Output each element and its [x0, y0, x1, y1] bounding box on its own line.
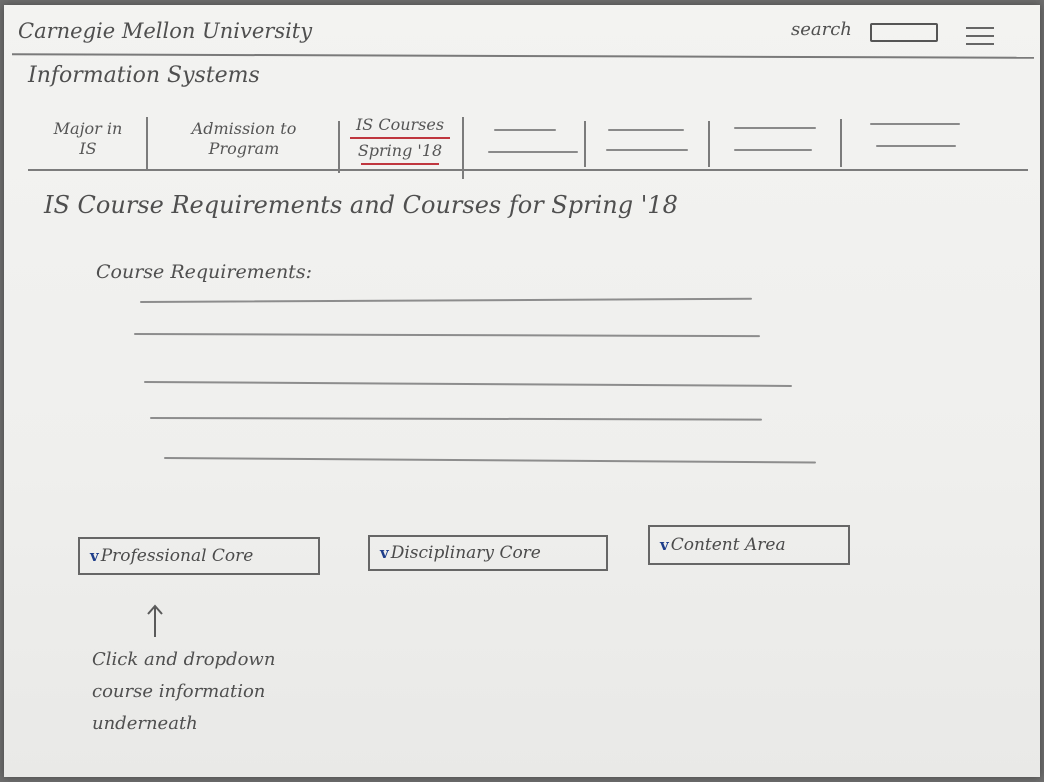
annotation-line: underneath [92, 713, 198, 734]
nav-underline [28, 169, 1028, 171]
hamburger-icon[interactable] [966, 27, 994, 47]
dropdown-label: Professional Core [100, 546, 254, 566]
content-area-dropdown[interactable]: v Content Area [648, 525, 850, 565]
chevron-down-icon: v [660, 536, 669, 554]
page-title: IS Course Requirements and Courses for S… [44, 191, 678, 219]
professional-core-dropdown[interactable]: v Professional Core [78, 537, 320, 575]
course-requirements-label: Course Requirements: [96, 261, 312, 283]
tab-label: Admission to [191, 119, 297, 138]
nav-divider [708, 121, 710, 167]
chevron-down-icon: v [380, 544, 389, 562]
annotation-line: Click and dropdown [92, 649, 276, 670]
nav-divider [462, 117, 464, 179]
active-tab-underline [361, 163, 439, 165]
tab-label: IS [79, 139, 97, 158]
tab-label: IS Courses [355, 115, 445, 134]
disciplinary-core-dropdown[interactable]: v Disciplinary Core [368, 535, 608, 571]
chevron-down-icon: v [90, 547, 99, 565]
tab-major-in-is[interactable]: Major in IS [34, 119, 142, 159]
nav-divider [840, 119, 842, 167]
nav-divider [584, 121, 586, 167]
nav-divider [338, 121, 340, 173]
tab-admission[interactable]: Admission to Program [154, 119, 334, 159]
tab-label: Major in [53, 119, 123, 138]
dropdown-label: Disciplinary Core [390, 543, 541, 563]
tab-is-courses-spring[interactable]: IS Courses Spring '18 [346, 115, 454, 167]
nav-divider [146, 117, 148, 169]
active-tab-underline [350, 137, 450, 139]
header-divider [11, 53, 1035, 59]
tab-label: Program [208, 139, 280, 158]
sketch-page: Carnegie Mellon University search Inform… [4, 5, 1040, 777]
up-arrow-icon [147, 604, 163, 637]
tab-label: Spring '18 [357, 141, 443, 160]
search-label: search [791, 19, 852, 40]
annotation-line: course information [92, 681, 266, 702]
university-logo-text[interactable]: Carnegie Mellon University [18, 19, 313, 43]
section-title: Information Systems [28, 63, 260, 88]
dropdown-label: Content Area [670, 535, 786, 555]
search-input[interactable] [870, 23, 938, 42]
